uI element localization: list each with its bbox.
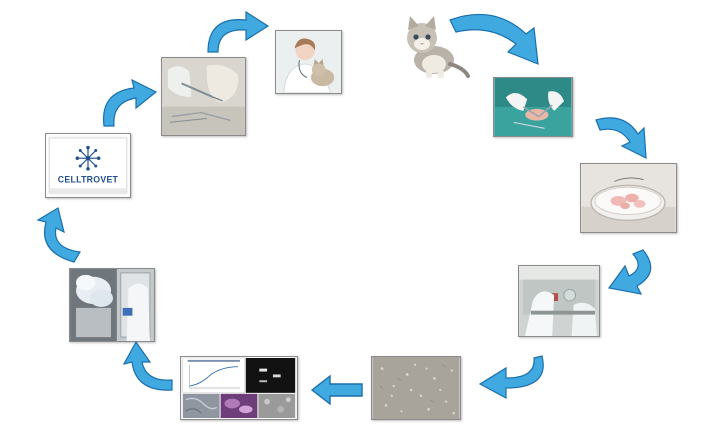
arrow-surgery-to-petri [595, 117, 647, 160]
arrow-freezer-to-box [36, 207, 81, 263]
surgery-icon [494, 78, 572, 136]
surgery-image [493, 77, 573, 137]
petri-dish-image [580, 163, 677, 233]
vet-with-cat-icon [276, 31, 341, 93]
injection-icon [162, 58, 245, 135]
vet-with-cat-image [275, 30, 342, 94]
arrow-microscopy-to-analysis [310, 374, 363, 406]
arrow-box-to-injection [102, 78, 158, 127]
arrow-kitten-to-surgery [449, 13, 539, 65]
analysis-panel-image [180, 356, 298, 420]
microscopy-icon [372, 357, 460, 419]
microscopy-image [371, 356, 461, 420]
cryo-freezer-icon [70, 269, 154, 341]
lab-hood-icon [519, 266, 599, 336]
product-box-image: CELLTROVET [45, 133, 131, 198]
arrow-petri-to-hood [607, 249, 652, 295]
petri-dish-icon [581, 164, 676, 232]
arrow-hood-to-microscopy [478, 355, 544, 400]
injection-image [161, 57, 246, 136]
product-box-icon: CELLTROVET [46, 134, 130, 197]
analysis-panel-icon [181, 357, 297, 419]
arrow-analysis-to-freezer [122, 340, 173, 391]
cryo-freezer-image [69, 268, 155, 342]
arrow-injection-to-vet [207, 10, 270, 53]
lab-hood-image [518, 265, 600, 337]
box-brand-label: CELLTROVET [58, 174, 119, 184]
